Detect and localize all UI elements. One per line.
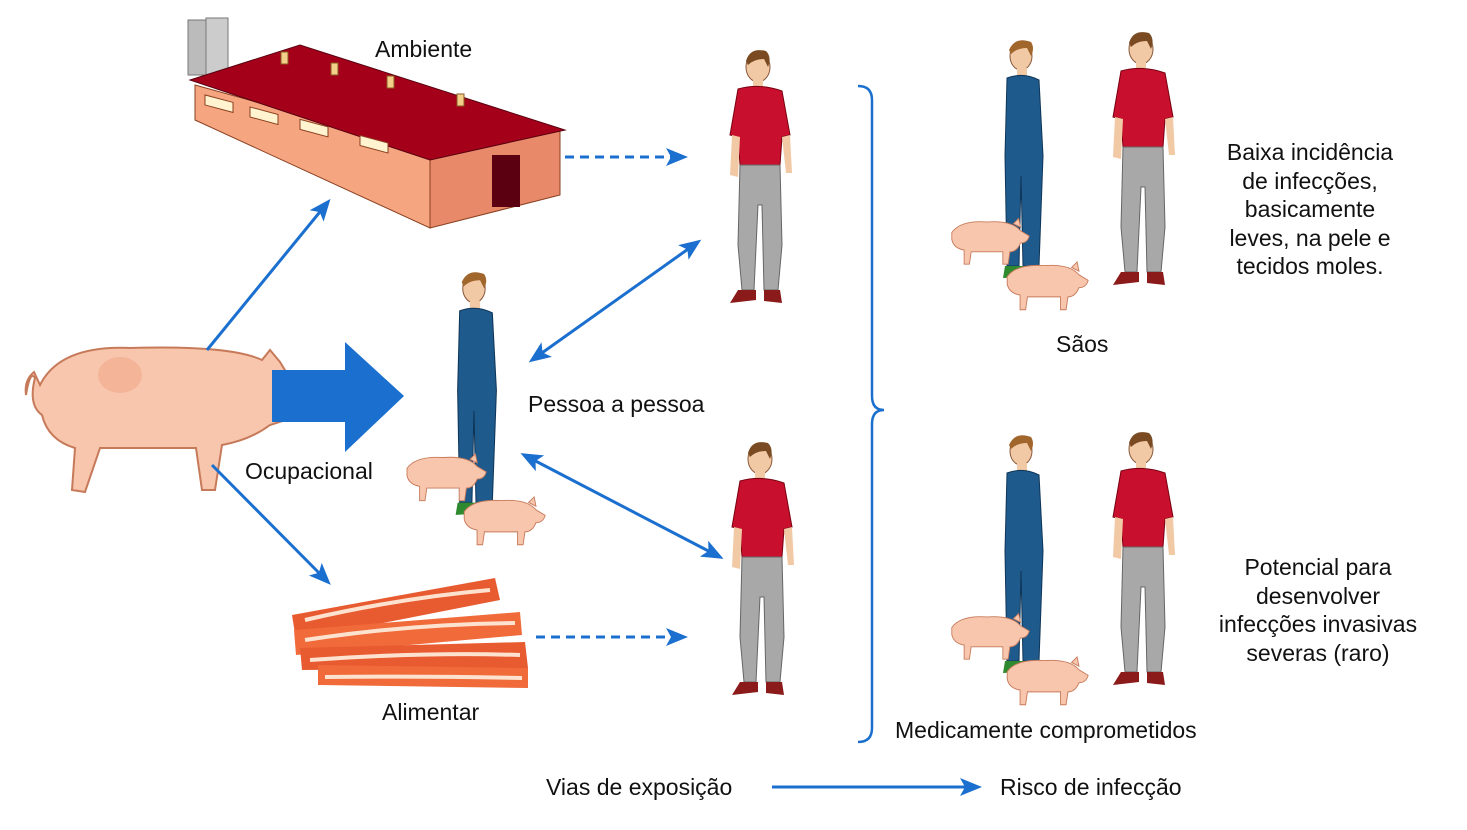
small-pig-icon: [1006, 261, 1089, 311]
description-line: desenvolver: [1255, 582, 1381, 609]
label-occupational: Ocupacional: [245, 458, 373, 484]
curly-brace: [857, 84, 885, 744]
description-line: de infecções,: [1242, 167, 1378, 194]
footer-infection-risk: Risco de infecção: [1000, 774, 1182, 800]
healthy-description: Baixa incidência de infecções, basicamen…: [1190, 138, 1430, 281]
pig-illustration: [24, 346, 303, 494]
small-pig-icon: [406, 453, 487, 502]
compromised-description: Potencial para desenvolver infecções inv…: [1198, 553, 1438, 667]
person-compromised: [1112, 431, 1176, 686]
description-line: Potencial para: [1244, 554, 1392, 580]
person-food: [731, 441, 795, 696]
label-healthy: Sãos: [1056, 331, 1109, 357]
description-line: infecções invasivas: [1218, 611, 1418, 637]
description-line: leves, na pele e: [1229, 224, 1391, 251]
footer-exposure-routes: Vias de exposição: [546, 774, 733, 800]
description-line: basicamente: [1244, 196, 1376, 222]
description-line: Baixa incidência: [1226, 139, 1394, 165]
person-environment: [729, 49, 793, 304]
arrow-person-upper: [528, 239, 702, 363]
small-pig-icon: [463, 496, 546, 546]
occupational-arrow: [272, 342, 404, 452]
barn-illustration: [187, 17, 567, 229]
arrow-to-environment: [205, 198, 331, 351]
arrow-to-food: [210, 463, 331, 585]
label-person-to-person: Pessoa a pessoa: [528, 391, 705, 417]
description-line: tecidos moles.: [1236, 253, 1384, 279]
arrow-person-lower: [520, 453, 724, 559]
label-compromised: Medicamente comprometidos: [895, 717, 1197, 743]
description-line: severas (raro): [1246, 639, 1390, 666]
bacon-illustration: [292, 578, 528, 688]
person-healthy: [1112, 31, 1176, 286]
label-environment: Ambiente: [375, 36, 473, 62]
label-food: Alimentar: [382, 699, 480, 725]
small-pig-icon: [1006, 656, 1089, 706]
